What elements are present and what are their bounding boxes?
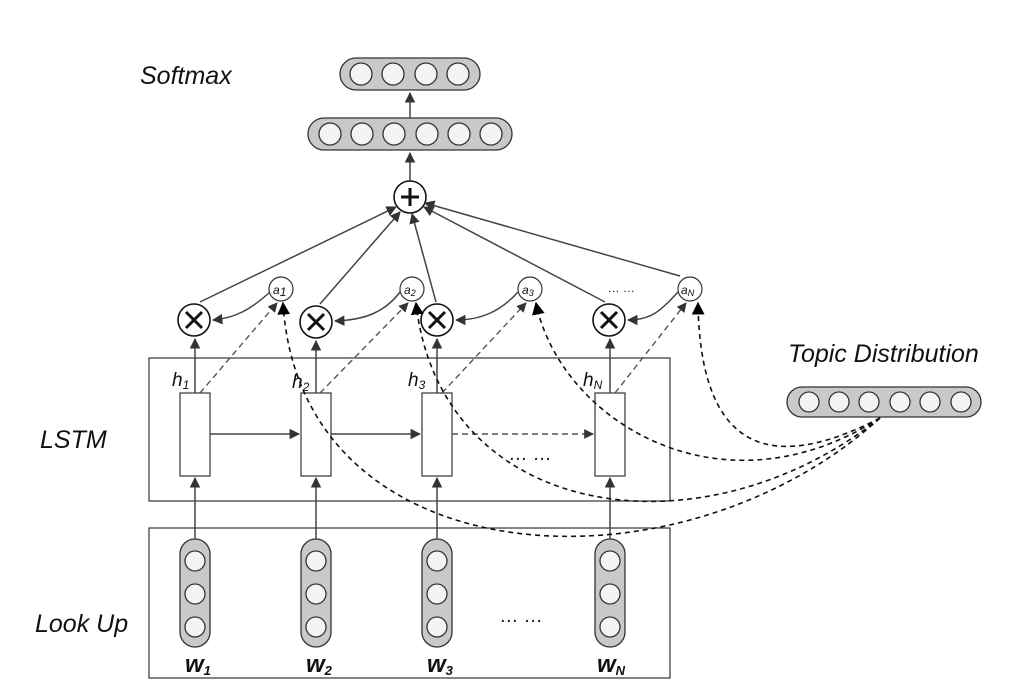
softmax-label: Softmax xyxy=(140,62,233,90)
lstm-cell-3 xyxy=(421,392,453,477)
word-label-3: w3 xyxy=(427,651,454,678)
attention-node-1: a1 xyxy=(268,276,294,302)
multiply-node-n xyxy=(592,303,626,337)
svg-text:a1: a1 xyxy=(273,283,286,299)
svg-text:a2: a2 xyxy=(404,283,416,298)
word-label-2: w2 xyxy=(306,651,333,678)
word-label-1: w1 xyxy=(185,651,211,678)
hidden-label-1: h1 xyxy=(172,370,189,392)
attention-node-2: a2 xyxy=(399,276,425,302)
softmax-layer xyxy=(339,57,481,91)
sum-node xyxy=(393,180,427,214)
lstm-cell-1 xyxy=(179,392,211,477)
attention-ellipsis: … … xyxy=(608,281,635,295)
hidden-label-2: h2 xyxy=(292,372,310,394)
lookup-ellipsis: … … xyxy=(500,606,543,627)
word-vector-2 xyxy=(300,538,332,648)
multiply-node-3 xyxy=(420,303,454,337)
svg-text:aN: aN xyxy=(681,283,695,298)
attention-node-n: aN xyxy=(677,276,703,302)
lstm-ellipsis: … … xyxy=(509,444,552,465)
lookup-layer-box xyxy=(148,527,671,679)
topic-distribution-label: Topic Distribution xyxy=(788,340,979,368)
hidden-label-3: h3 xyxy=(408,370,426,392)
word-vector-3 xyxy=(421,538,453,648)
attention-node-3: a3 xyxy=(517,276,543,302)
context-vector-layer xyxy=(307,117,513,151)
lstm-layer-box xyxy=(148,357,671,502)
multiply-node-1 xyxy=(177,303,211,337)
lstm-cell-n xyxy=(594,392,626,477)
svg-text:a3: a3 xyxy=(522,283,534,298)
lstm-label: LSTM xyxy=(40,426,107,454)
word-vector-n xyxy=(594,538,626,648)
lstm-cell-2 xyxy=(300,392,332,477)
word-label-n: wN xyxy=(597,651,626,678)
multiply-node-2 xyxy=(299,305,333,339)
topic-distribution-vector xyxy=(786,386,982,418)
lookup-label: Look Up xyxy=(35,610,128,638)
word-vector-1 xyxy=(179,538,211,648)
hidden-label-n: hN xyxy=(583,370,603,392)
